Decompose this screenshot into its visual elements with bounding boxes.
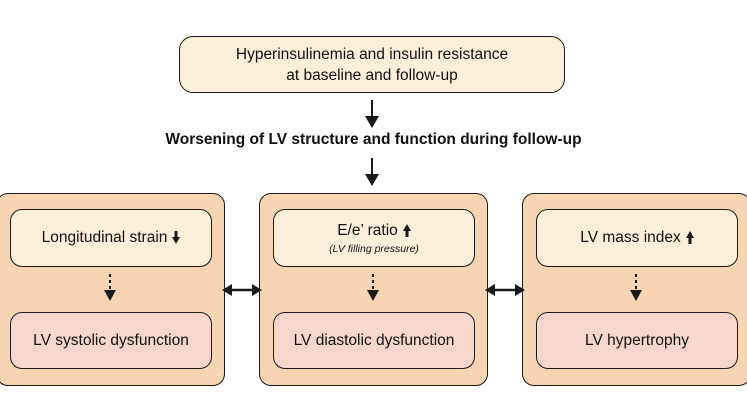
outcome-label-systolic: LV systolic dysfunction	[33, 331, 189, 349]
outcome-box-hypertrophy: LV hypertrophy	[536, 312, 738, 369]
panel-diastolic: E/e’ ratio (LV filling pressure) LV dias…	[259, 193, 488, 386]
up-trend-icon	[402, 223, 411, 237]
metric-box-mass-index: LV mass index	[536, 209, 738, 267]
metric-note-ee-ratio: (LV filling pressure)	[329, 242, 419, 255]
top-box-line1: Hyperinsulinemia and insulin resistance	[235, 45, 509, 63]
up-trend-icon	[685, 231, 694, 245]
dotted-arrow-3	[630, 274, 642, 301]
top-box-line2: at baseline and follow-up	[286, 66, 458, 84]
outcome-box-diastolic: LV diastolic dysfunction	[273, 312, 475, 369]
panel-systolic: Longitudinal strain LV systolic dysfunct…	[0, 193, 225, 386]
down-trend-icon	[172, 231, 181, 245]
dotted-arrow-2	[367, 274, 379, 301]
metric-label-strain: Longitudinal strain	[41, 229, 168, 246]
outcome-label-hypertrophy: LV hypertrophy	[585, 331, 689, 349]
double-arrow-right	[485, 284, 525, 296]
heading: Worsening of LV structure and function d…	[165, 131, 582, 148]
panel-hypertrophy: LV mass index LV hypertrophy	[522, 193, 747, 386]
dotted-arrow-1	[104, 274, 116, 301]
metric-box-ee-ratio: E/e’ ratio (LV filling pressure)	[273, 209, 475, 267]
down-arrow-top	[365, 100, 379, 128]
top-box: Hyperinsulinemia and insulin resistance …	[179, 36, 565, 93]
down-arrow-middle	[365, 158, 379, 186]
metric-label-mass-index: LV mass index	[580, 229, 681, 246]
metric-box-strain: Longitudinal strain	[10, 209, 212, 267]
outcome-label-diastolic: LV diastolic dysfunction	[293, 331, 455, 349]
outcome-box-systolic: LV systolic dysfunction	[10, 312, 212, 369]
double-arrow-left	[222, 284, 262, 296]
metric-label-ee-ratio: E/e’ ratio	[337, 221, 398, 239]
